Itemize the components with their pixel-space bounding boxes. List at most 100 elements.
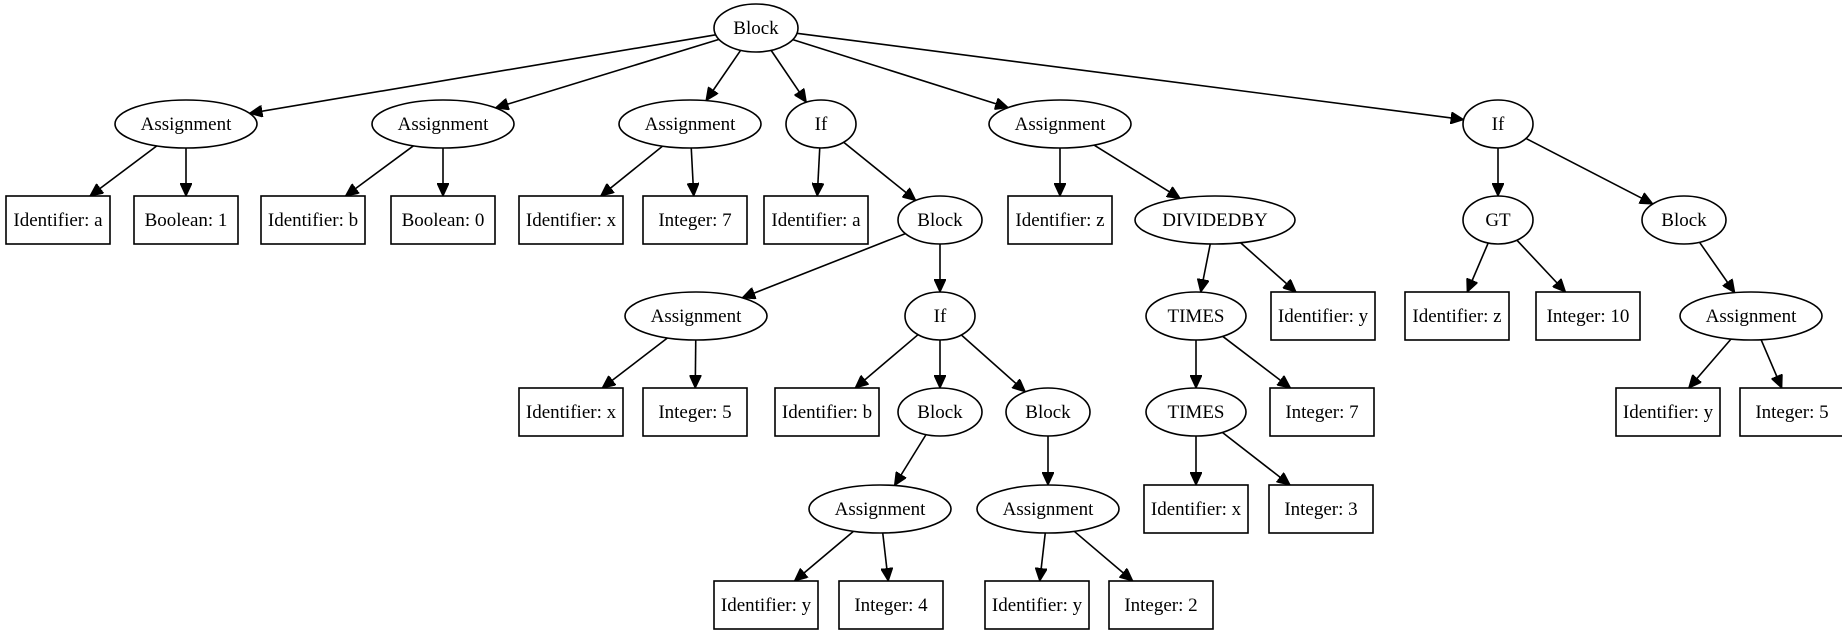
node-label: Integer: 3 <box>1284 499 1357 520</box>
edge-n0-n26 <box>792 38 1008 108</box>
tree-leaf-box: Identifier: a <box>763 195 869 245</box>
box-shape <box>1143 484 1249 534</box>
tree-leaf-box: Boolean: 0 <box>390 195 496 245</box>
tree-leaf-box: Integer: 10 <box>1535 291 1641 341</box>
ellipse-shape <box>1145 291 1247 341</box>
box-shape <box>390 195 496 245</box>
box-shape <box>642 387 748 437</box>
ellipse-shape <box>1462 195 1534 245</box>
ellipse-shape <box>976 484 1120 534</box>
ellipse-shape <box>371 99 515 149</box>
edge-n13-n15 <box>695 339 696 388</box>
edge-n36-n38 <box>1516 239 1566 292</box>
edge-n40-n41 <box>1689 338 1732 388</box>
edge-n18-n19 <box>895 434 927 486</box>
box-shape <box>260 195 366 245</box>
node-label: Block <box>1025 402 1071 423</box>
tree-leaf-box: Integer: 7 <box>1269 387 1375 437</box>
node-label: Identifier: y <box>992 595 1083 616</box>
node-label: Integer: 10 <box>1547 306 1630 327</box>
node-label: Integer: 5 <box>1755 402 1828 423</box>
ellipse-shape <box>1679 291 1823 341</box>
tree-leaf-box: Integer: 3 <box>1268 484 1374 534</box>
tree-node-ellipse: Assignment <box>808 484 952 534</box>
tree-node-ellipse: If <box>785 99 857 149</box>
edge-n7-n9 <box>691 147 694 196</box>
edge-n4-n5 <box>346 145 414 196</box>
tree-node-ellipse: TIMES <box>1145 387 1247 437</box>
edge-n28-n29 <box>1201 243 1212 292</box>
node-label: Block <box>733 18 779 39</box>
node-label: If <box>934 306 947 327</box>
node-label: Boolean: 0 <box>402 210 485 231</box>
edge-n13-n14 <box>602 337 668 388</box>
tree-node-ellipse: If <box>1462 99 1534 149</box>
tree-node-ellipse: Assignment <box>624 291 768 341</box>
node-label: Block <box>1661 210 1707 231</box>
box-shape <box>1739 387 1842 437</box>
edge-n39-n40 <box>1698 241 1735 292</box>
node-label: Identifier: y <box>721 595 812 616</box>
node-label: If <box>1492 114 1505 135</box>
box-shape <box>1270 291 1376 341</box>
node-label: Identifier: x <box>1151 499 1242 520</box>
edge-n10-n12 <box>843 141 916 200</box>
node-label: Identifier: x <box>526 210 617 231</box>
node-label: Integer: 7 <box>658 210 731 231</box>
node-label: Assignment <box>1015 114 1107 135</box>
node-label: Identifier: a <box>13 210 103 231</box>
tree-leaf-box: Boolean: 1 <box>133 195 239 245</box>
ellipse-shape <box>808 484 952 534</box>
node-label: Assignment <box>1003 499 1095 520</box>
tree-leaf-box: Identifier: y <box>984 580 1090 630</box>
node-label: Integer: 2 <box>1124 595 1197 616</box>
tree-node-ellipse: Assignment <box>976 484 1120 534</box>
box-shape <box>1535 291 1641 341</box>
tree-leaf-box: Integer: 4 <box>838 580 944 630</box>
tree-node-ellipse: DIVIDEDBY <box>1134 195 1296 245</box>
node-label: Integer: 4 <box>854 595 928 616</box>
tree-node-ellipse: Block <box>897 387 983 437</box>
ellipse-shape <box>618 99 762 149</box>
box-shape <box>518 387 624 437</box>
edge-n1-n2 <box>90 145 158 196</box>
box-shape <box>774 387 880 437</box>
edge-n0-n1 <box>250 33 716 114</box>
ellipse-shape <box>1462 99 1534 149</box>
tree-leaf-box: Identifier: x <box>518 387 624 437</box>
node-label: Integer: 5 <box>658 402 731 423</box>
edge-n7-n8 <box>601 145 664 196</box>
ellipse-shape <box>785 99 857 149</box>
tree-node-ellipse: GT <box>1462 195 1534 245</box>
node-label: Identifier: y <box>1278 306 1369 327</box>
node-label: Assignment <box>1706 306 1798 327</box>
tree-leaf-box: Integer: 5 <box>1739 387 1842 437</box>
edge-n29-n33 <box>1222 335 1291 388</box>
edge-n10-n11 <box>817 147 820 196</box>
ellipse-shape <box>904 291 976 341</box>
edge-n35-n39 <box>1525 137 1653 205</box>
box-shape <box>1108 580 1214 630</box>
tree-leaf-box: Identifier: x <box>518 195 624 245</box>
node-label: DIVIDEDBY <box>1162 210 1268 231</box>
node-label: Assignment <box>835 499 927 520</box>
tree-leaf-box: Identifier: b <box>260 195 366 245</box>
node-label: Block <box>917 402 963 423</box>
box-shape <box>1268 484 1374 534</box>
node-label: Identifier: a <box>771 210 861 231</box>
box-shape <box>984 580 1090 630</box>
tree-node-ellipse: TIMES <box>1145 291 1247 341</box>
ellipse-shape <box>1145 387 1247 437</box>
tree-leaf-box: Integer: 2 <box>1108 580 1214 630</box>
tree-node-ellipse: Assignment <box>114 99 258 149</box>
box-shape <box>642 195 748 245</box>
node-label: Identifier: x <box>526 402 617 423</box>
node-label: Identifier: b <box>782 402 872 423</box>
edge-n19-n21 <box>883 532 889 581</box>
ellipse-shape <box>897 387 983 437</box>
box-shape <box>1615 387 1721 437</box>
node-label: Integer: 7 <box>1285 402 1358 423</box>
edge-n26-n28 <box>1093 144 1180 198</box>
